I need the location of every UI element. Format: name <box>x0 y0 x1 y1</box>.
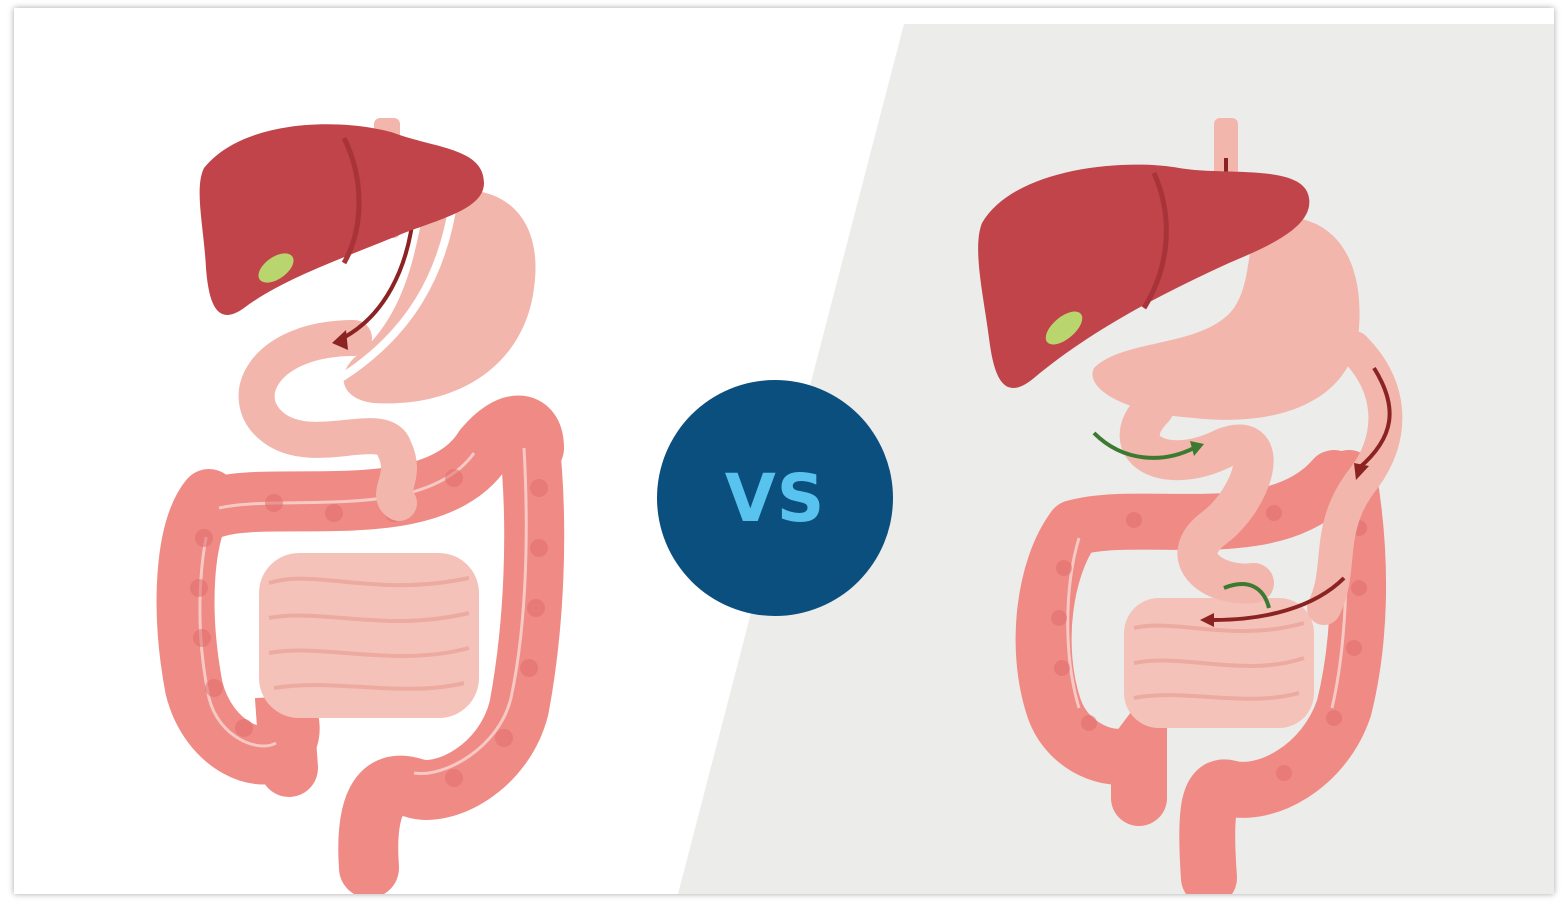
vs-badge: VS <box>657 380 893 616</box>
vs-label: VS <box>725 460 826 537</box>
comparison-illustration: VS <box>14 8 1554 894</box>
left-digestive-illustration <box>186 118 548 888</box>
left-small-intestine <box>259 553 479 718</box>
right-small-intestine <box>1124 598 1314 728</box>
